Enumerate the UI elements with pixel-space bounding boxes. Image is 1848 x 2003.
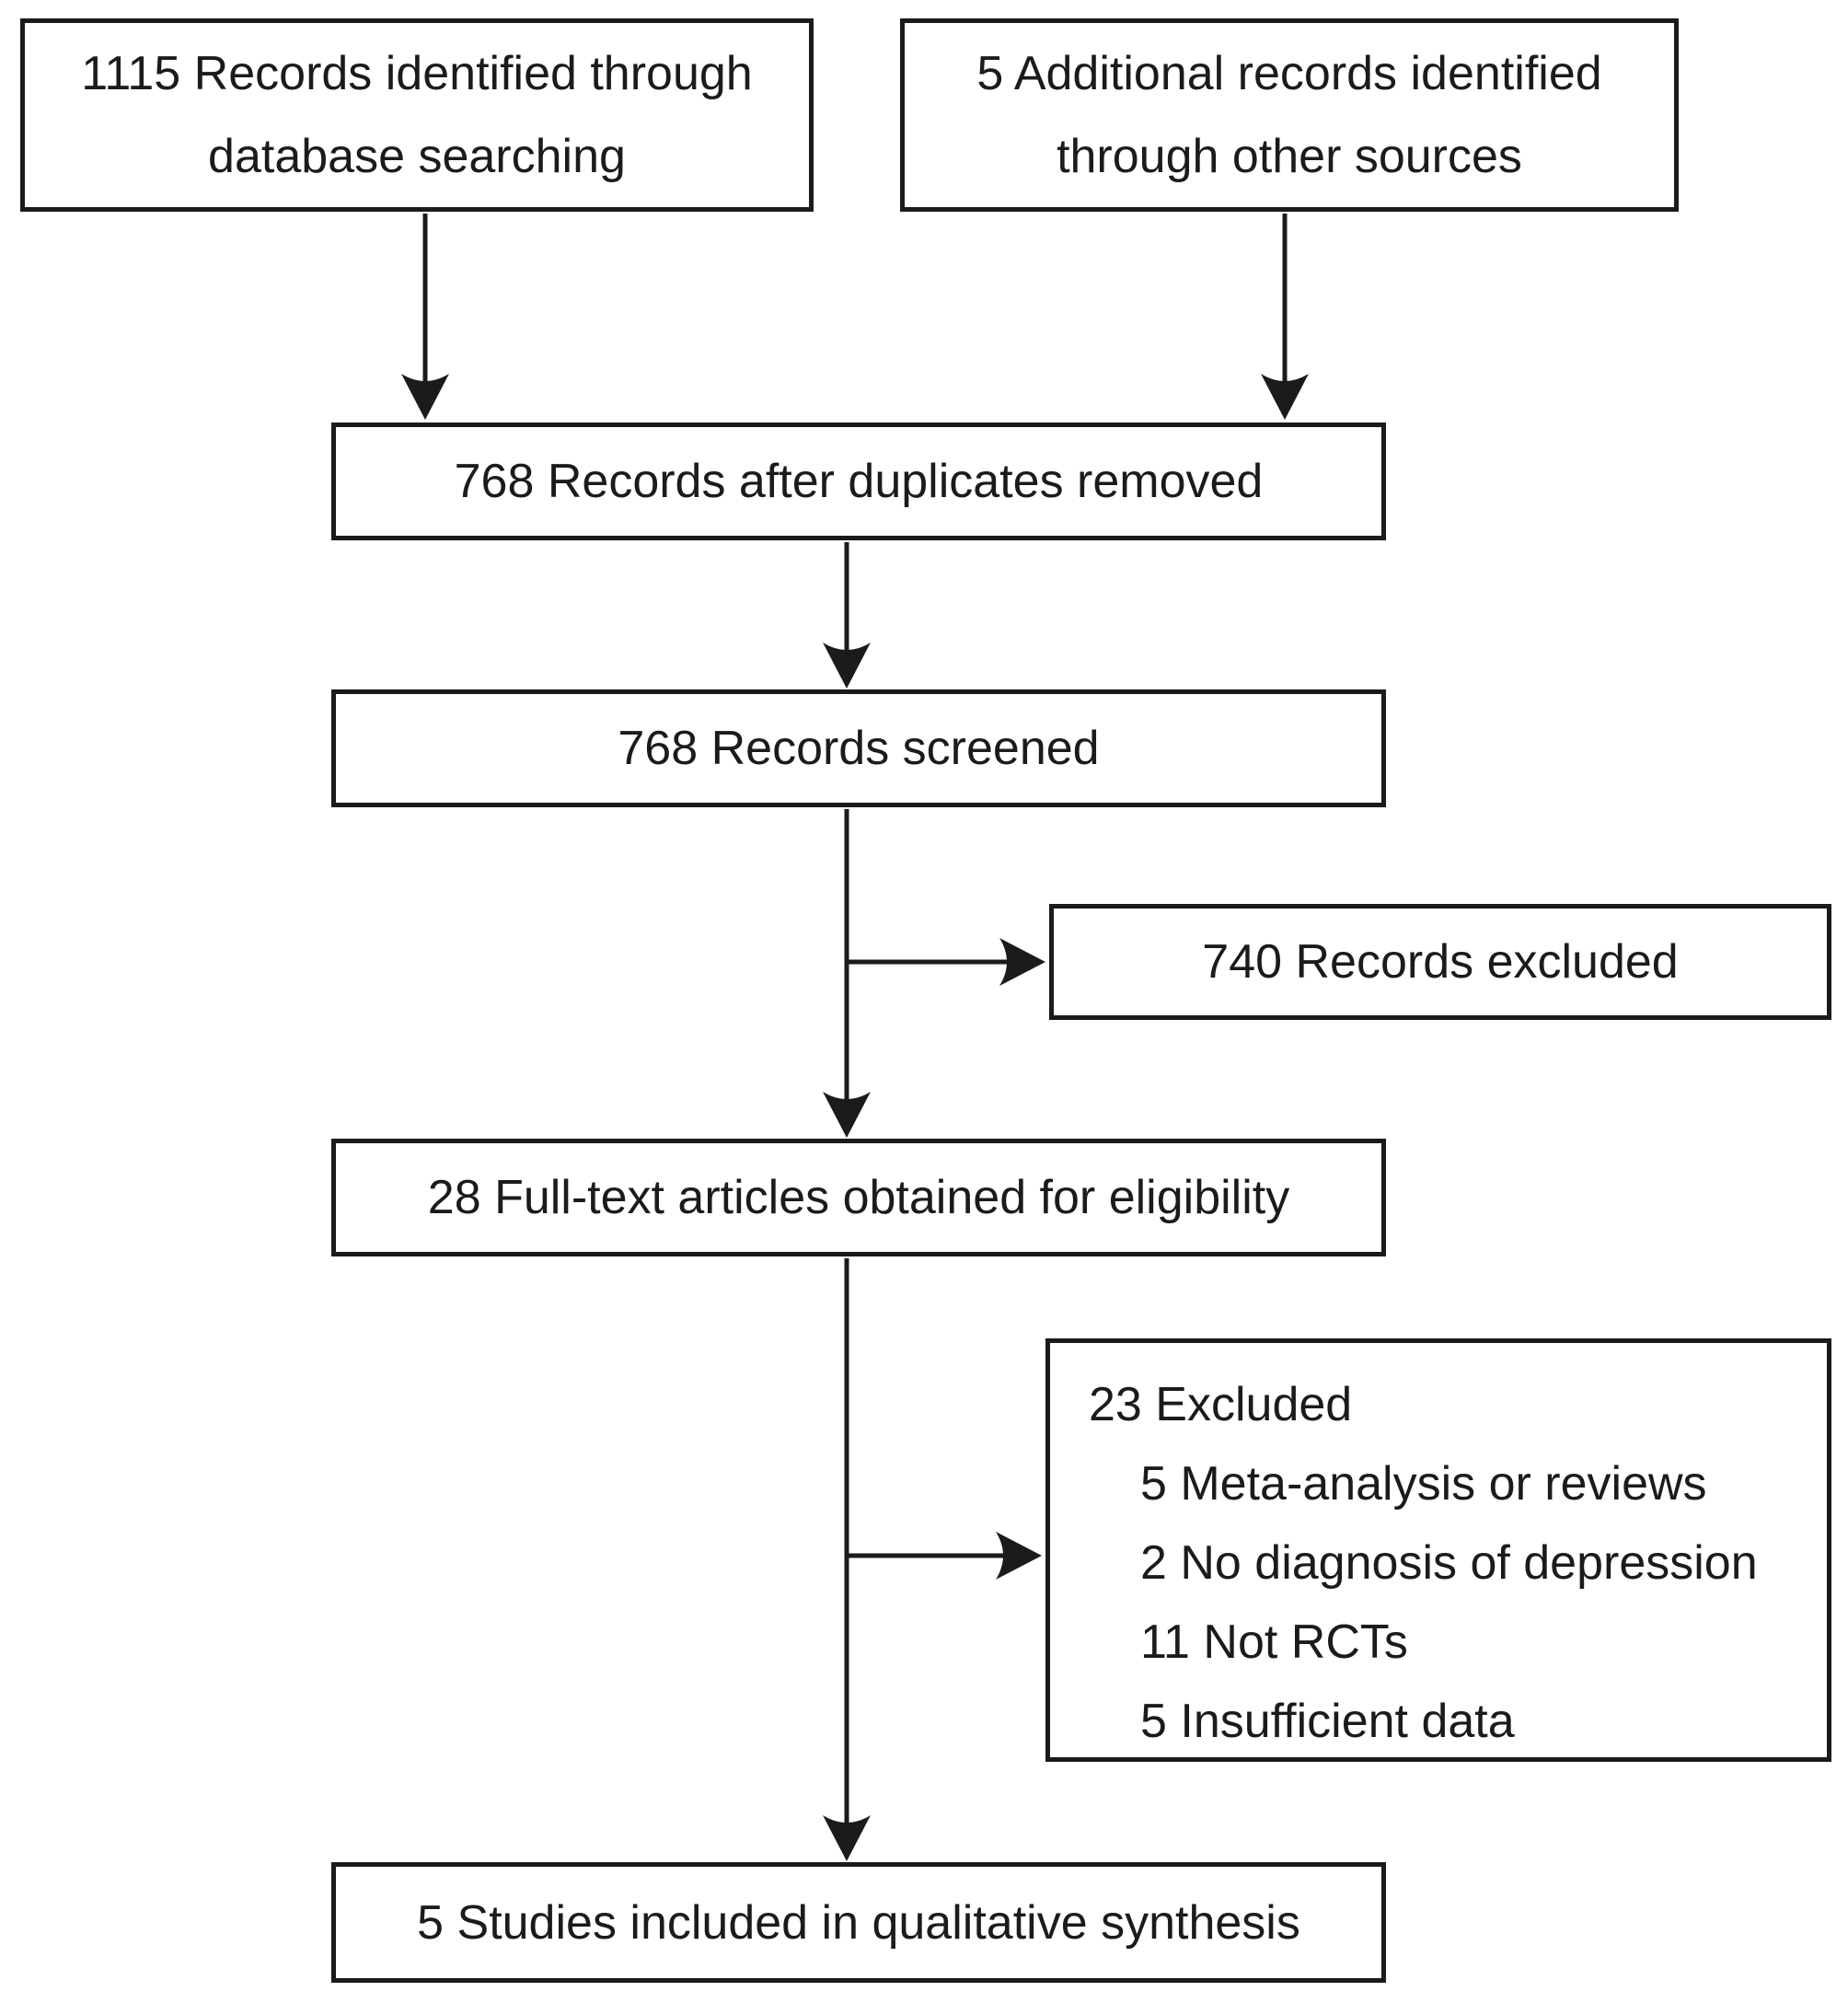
box-records-excluded: 740 Records excluded [1049,904,1831,1020]
excluded-reason-item: 5 Meta-analysis or reviews [1140,1457,1707,1511]
box-fulltext-articles-eligibility: 28 Full-text articles obtained for eligi… [331,1139,1386,1256]
excluded-reason-item: 2 No diagnosis of depression [1140,1536,1758,1590]
box-text-line: 768 Records after duplicates removed [454,455,1264,508]
arrowhead-right-icon [999,938,1045,986]
box-text-line: 740 Records excluded [1202,935,1679,989]
box-records-after-duplicates-removed: 768 Records after duplicates removed [331,423,1386,540]
arrowhead-right-icon [996,1532,1042,1580]
excluded-reasons-title: 23 Excluded [1089,1378,1353,1431]
box-records-screened: 768 Records screened [331,689,1386,807]
box-text-line: database searching [208,130,626,183]
box-excluded-reasons: 23 Excluded 5 Meta-analysis or reviews 2… [1045,1338,1831,1762]
arrowhead-down-icon [401,374,449,420]
box-text-line: 5 Additional records identified [976,47,1602,100]
excluded-reason-item: 11 Not RCTs [1140,1615,1408,1669]
arrowhead-down-icon [823,643,871,689]
box-records-identified-database: 1115 Records identified through database… [20,18,814,212]
box-text-line: through other sources [1057,130,1522,183]
box-text-line: 768 Records screened [618,722,1100,775]
box-text-line: 28 Full-text articles obtained for eligi… [427,1171,1290,1224]
arrowhead-down-icon [1261,374,1309,420]
arrowhead-down-icon [823,1815,871,1861]
arrowhead-down-icon [823,1092,871,1138]
box-text-line: 1115 Records identified through [81,47,753,100]
box-records-identified-other-sources: 5 Additional records identified through … [900,18,1679,212]
excluded-reason-item: 5 Insufficient data [1140,1695,1515,1748]
box-studies-included-qualitative-synthesis: 5 Studies included in qualitative synthe… [331,1862,1386,1983]
box-text-line: 5 Studies included in qualitative synthe… [417,1895,1300,1950]
